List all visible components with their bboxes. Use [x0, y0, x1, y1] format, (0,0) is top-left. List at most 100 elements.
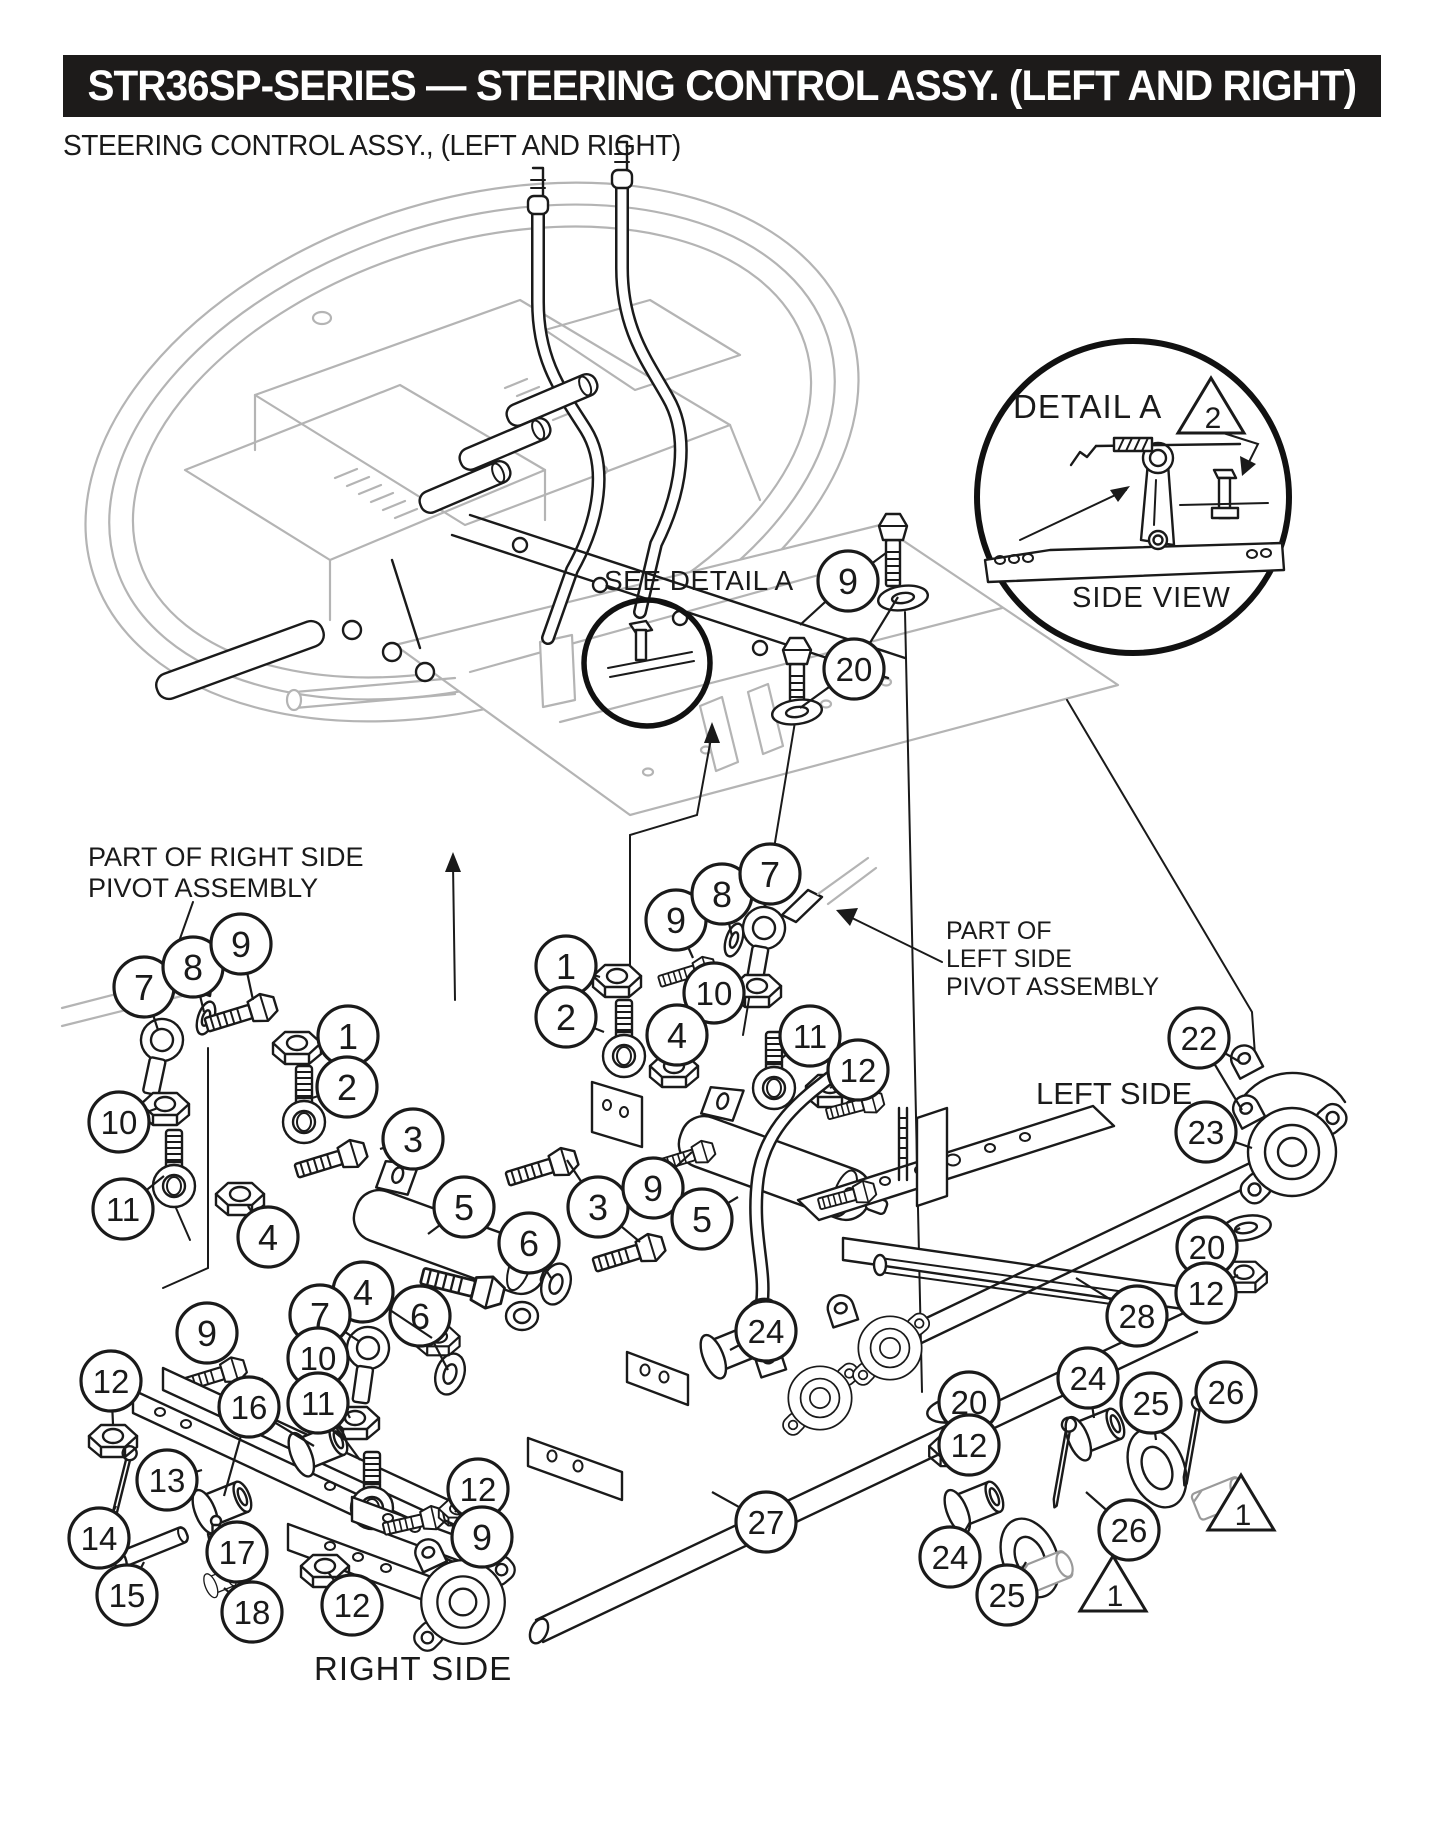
svg-text:11: 11 — [106, 1191, 140, 1228]
svg-text:9: 9 — [197, 1313, 217, 1354]
callout-6: 6 — [497, 1211, 561, 1275]
callout-11: 11 — [286, 1371, 350, 1435]
page-header: STR36SP-SERIES — STEERING CONTROL ASSY. … — [63, 55, 1381, 117]
svg-text:12: 12 — [951, 1427, 988, 1464]
callout-12: 12 — [1174, 1261, 1238, 1325]
callout-9: 9 — [621, 1156, 685, 1220]
callout-12: 12 — [320, 1573, 384, 1637]
callout-10: 10 — [87, 1090, 151, 1154]
warning-flag-1: 1 — [1205, 1472, 1277, 1532]
svg-text:14: 14 — [81, 1520, 118, 1557]
see-detail-circle — [581, 597, 713, 729]
svg-text:9: 9 — [838, 561, 858, 602]
callout-24: 24 — [734, 1299, 798, 1363]
callout-12: 12 — [79, 1349, 143, 1413]
callout-9: 9 — [175, 1301, 239, 1365]
svg-text:20: 20 — [1189, 1229, 1226, 1266]
callout-10: 10 — [682, 961, 746, 1025]
svg-text:9: 9 — [231, 924, 251, 965]
callout-2: 2 — [315, 1055, 379, 1119]
callout-26: 26 — [1194, 1360, 1258, 1424]
svg-text:10: 10 — [300, 1340, 337, 1377]
callout-13: 13 — [135, 1448, 199, 1512]
svg-text:12: 12 — [93, 1363, 130, 1400]
svg-text:23: 23 — [1188, 1114, 1225, 1151]
svg-text:12: 12 — [1188, 1275, 1225, 1312]
callout-28: 28 — [1105, 1284, 1169, 1348]
svg-text:1: 1 — [1107, 1580, 1124, 1613]
svg-text:2: 2 — [337, 1067, 357, 1108]
svg-text:7: 7 — [310, 1295, 330, 1336]
callout-1: 1 — [316, 1004, 380, 1068]
svg-text:2: 2 — [556, 997, 576, 1038]
side-view-caption: SIDE VIEW — [1072, 582, 1231, 614]
svg-text:24: 24 — [1070, 1360, 1107, 1397]
svg-text:18: 18 — [234, 1594, 271, 1631]
callout-7: 7 — [112, 955, 176, 1019]
callout-24: 24 — [1056, 1346, 1120, 1410]
callout-9: 9 — [209, 912, 273, 976]
svg-text:12: 12 — [840, 1052, 877, 1089]
warning-flag-2: 2 — [1175, 375, 1247, 435]
detail-title: DETAIL A — [1013, 388, 1163, 425]
svg-text:13: 13 — [149, 1462, 186, 1499]
callout-17: 17 — [205, 1520, 269, 1584]
callout-5: 5 — [432, 1175, 496, 1239]
svg-text:12: 12 — [334, 1587, 371, 1624]
svg-text:4: 4 — [353, 1272, 373, 1313]
callout-5: 5 — [670, 1187, 734, 1251]
callout-3: 3 — [381, 1107, 445, 1171]
callout-2: 2 — [534, 985, 598, 1049]
svg-text:4: 4 — [667, 1015, 687, 1056]
svg-text:8: 8 — [183, 947, 203, 988]
callout-14: 14 — [67, 1506, 131, 1570]
svg-text:27: 27 — [748, 1504, 785, 1541]
callout-12: 12 — [826, 1038, 890, 1102]
left-pivot-label: PART OF LEFT SIDE PIVOT ASSEMBLY — [946, 917, 1160, 1001]
callout-8: 8 — [161, 935, 225, 999]
svg-text:9: 9 — [643, 1168, 663, 1209]
callout-26: 26 — [1097, 1498, 1161, 1562]
svg-text:7: 7 — [134, 967, 154, 1008]
svg-text:25: 25 — [989, 1577, 1026, 1614]
callout-4: 4 — [645, 1003, 709, 1067]
svg-text:6: 6 — [519, 1223, 539, 1264]
svg-text:3: 3 — [588, 1187, 608, 1228]
warning-flag-1: 1 — [1077, 1553, 1149, 1613]
right-pivot-label: PART OF RIGHT SIDE PIVOT ASSEMBLY — [88, 842, 364, 903]
callout-18: 18 — [220, 1580, 284, 1644]
callout-20: 20 — [822, 637, 886, 701]
svg-text:11: 11 — [301, 1385, 335, 1422]
callout-3: 3 — [566, 1175, 630, 1239]
callout-24: 24 — [918, 1525, 982, 1589]
callout-23: 23 — [1174, 1100, 1238, 1164]
see-detail-label: SEE DETAIL A — [604, 565, 794, 596]
svg-text:26: 26 — [1111, 1512, 1148, 1549]
svg-text:9: 9 — [472, 1517, 492, 1558]
svg-text:24: 24 — [748, 1313, 785, 1350]
detail-inset — [974, 338, 1292, 656]
callout-25: 25 — [975, 1563, 1039, 1627]
callout-9: 9 — [450, 1505, 514, 1569]
page-subtitle: STEERING CONTROL ASSY., (LEFT AND RIGHT) — [63, 130, 681, 162]
svg-text:20: 20 — [836, 651, 873, 688]
svg-text:5: 5 — [692, 1199, 712, 1240]
svg-text:17: 17 — [219, 1534, 256, 1571]
svg-text:10: 10 — [101, 1104, 138, 1141]
svg-text:7: 7 — [760, 854, 780, 895]
svg-text:22: 22 — [1181, 1020, 1218, 1057]
svg-text:3: 3 — [403, 1119, 423, 1160]
svg-text:24: 24 — [932, 1539, 969, 1576]
svg-text:26: 26 — [1208, 1374, 1245, 1411]
svg-text:4: 4 — [258, 1217, 278, 1258]
callout-12: 12 — [446, 1457, 510, 1521]
svg-text:2: 2 — [1205, 402, 1222, 435]
callout-8: 8 — [690, 862, 754, 926]
left-side-label: LEFT SIDE — [1036, 1076, 1193, 1111]
callout-11: 11 — [91, 1177, 155, 1241]
callout-7: 7 — [738, 842, 802, 906]
